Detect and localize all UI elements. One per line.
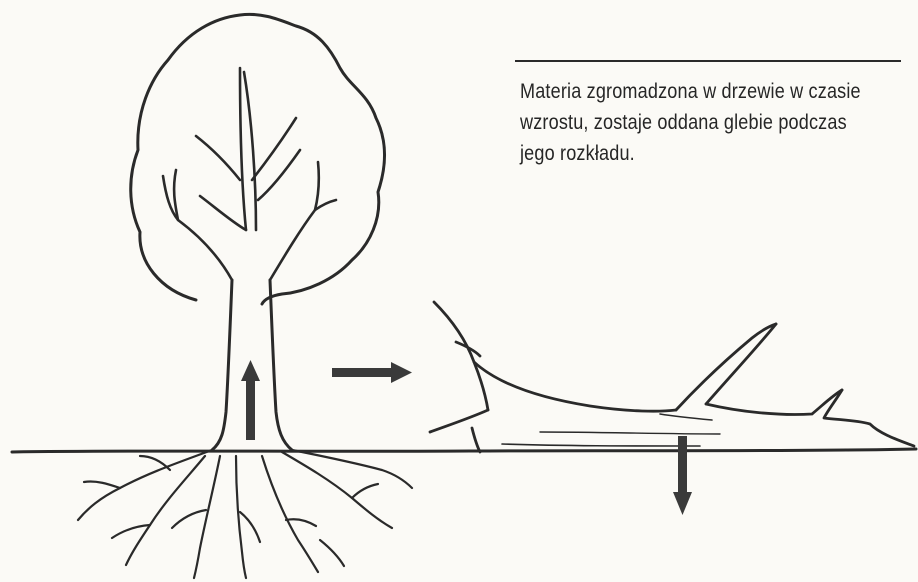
tree-crown	[131, 14, 385, 304]
tree-trunk-left	[212, 280, 232, 450]
up-arrow-icon	[241, 360, 260, 440]
right-arrow-icon	[332, 362, 412, 383]
caption-line-3: jego rozkładu.	[520, 138, 855, 169]
caption-line-1: Materia zgromadzona w drzewie w czasie	[520, 76, 855, 107]
caption-line-2: wzrostu, zostaje oddana glebie podczas	[520, 107, 855, 138]
tree-trunk-right	[270, 280, 292, 450]
ground-line	[12, 449, 916, 452]
caption-rule	[515, 60, 901, 62]
tree-branches	[163, 68, 336, 280]
caption-text: Materia zgromadzona w drzewie w czasie w…	[520, 76, 855, 169]
tree-roots	[78, 450, 412, 578]
down-arrow-icon	[673, 436, 692, 515]
fallen-log	[430, 302, 914, 452]
